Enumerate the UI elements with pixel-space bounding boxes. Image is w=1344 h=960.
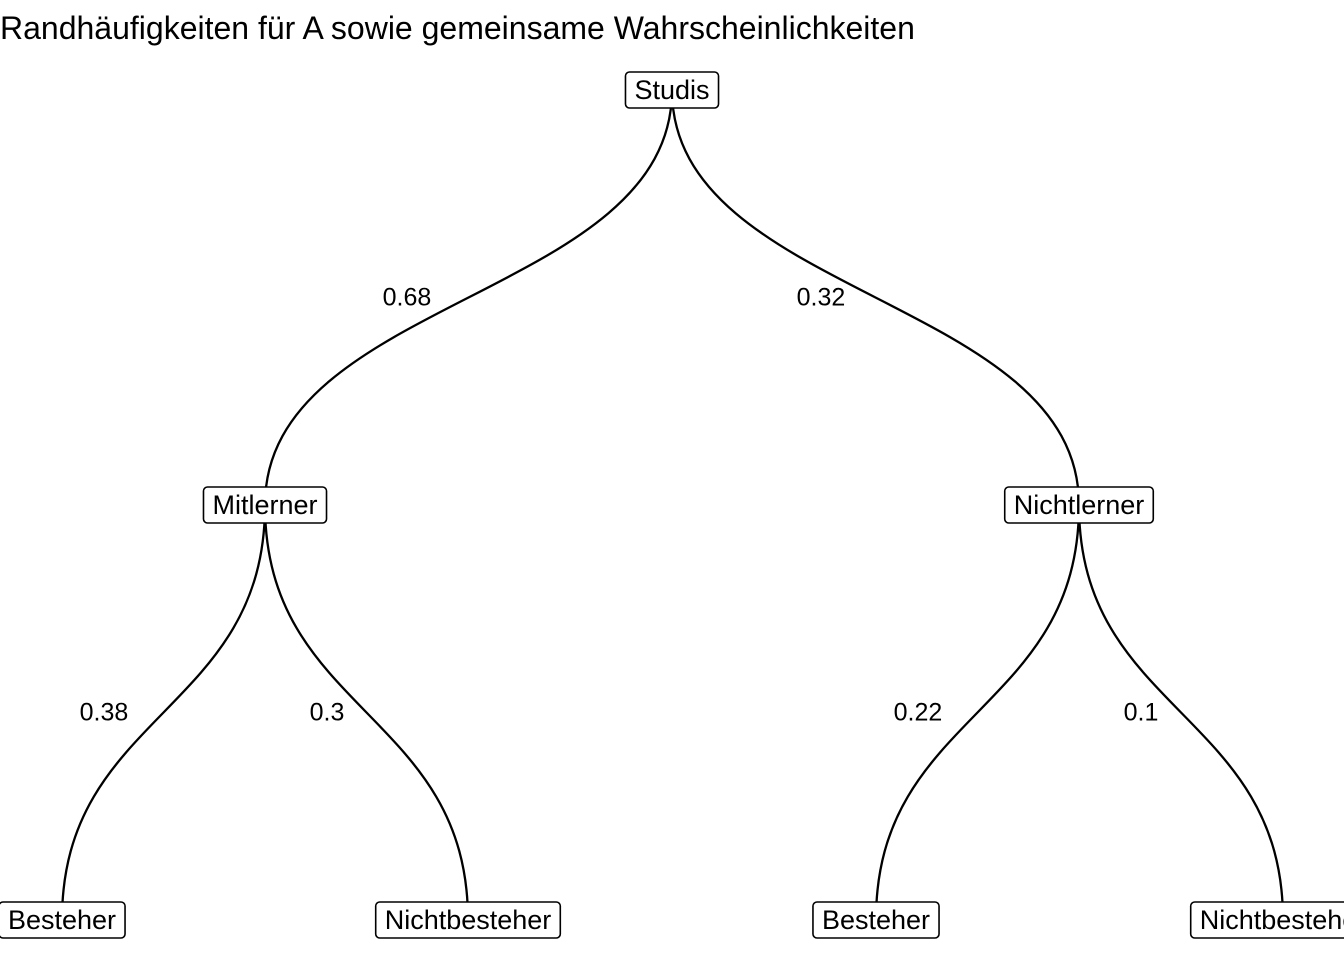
node-nichtlerner-besteher-label: Besteher xyxy=(822,905,930,935)
branch-edge-mitlerner-nichtbesteher xyxy=(263,504,470,921)
probability-label-mitlerner-nichtbesteher: 0.3 xyxy=(310,699,345,727)
node-mitlerner-label: Mitlerner xyxy=(212,490,317,520)
node-studis-label: Studis xyxy=(634,75,709,105)
node-mitlerner-nichtbesteher: Nichtbesteher xyxy=(374,901,562,939)
probability-label-nichtlerner: 0.32 xyxy=(797,284,846,312)
probability-label-mitlerner: 0.68 xyxy=(383,284,432,312)
node-mitlerner-box xyxy=(202,486,328,524)
node-nichtlerner-nichtbesteher-label: Nichtbesteher xyxy=(1200,905,1344,935)
branch-edge-mitlerner xyxy=(263,89,674,506)
node-mitlerner: Mitlerner xyxy=(202,486,328,524)
branch-edge-nichtlerner-besteher xyxy=(874,504,1081,921)
node-nichtlerner-besteher: Besteher xyxy=(812,901,940,939)
node-studis-box xyxy=(624,71,720,109)
node-nichtlerner-box xyxy=(1003,486,1155,524)
node-mitlerner-nichtbesteher-box xyxy=(374,901,562,939)
branch-edge-nichtlerner xyxy=(670,89,1081,506)
diagram-title: Randhäufigkeiten für A sowie gemeinsame … xyxy=(0,10,915,46)
branch-edge-mitlerner-besteher xyxy=(60,504,267,921)
node-nichtlerner-besteher-box xyxy=(812,901,940,939)
node-mitlerner-besteher-box xyxy=(0,901,126,939)
branch-edge-nichtlerner-nichtbesteher xyxy=(1077,504,1285,921)
node-nichtlerner-label: Nichtlerner xyxy=(1014,490,1145,520)
node-mitlerner-nichtbesteher-label: Nichtbesteher xyxy=(385,905,552,935)
node-mitlerner-besteher: Besteher xyxy=(0,901,126,939)
node-studis: Studis xyxy=(624,71,720,109)
node-nichtlerner-nichtbesteher-box xyxy=(1189,901,1344,939)
node-nichtlerner: Nichtlerner xyxy=(1003,486,1155,524)
probability-label-mitlerner-besteher: 0.38 xyxy=(80,699,129,727)
probability-label-nichtlerner-nichtbesteher: 0.1 xyxy=(1124,699,1159,727)
probability-label-nichtlerner-besteher: 0.22 xyxy=(894,699,943,727)
node-mitlerner-besteher-label: Besteher xyxy=(8,905,116,935)
node-nichtlerner-nichtbesteher: Nichtbesteher xyxy=(1189,901,1344,939)
